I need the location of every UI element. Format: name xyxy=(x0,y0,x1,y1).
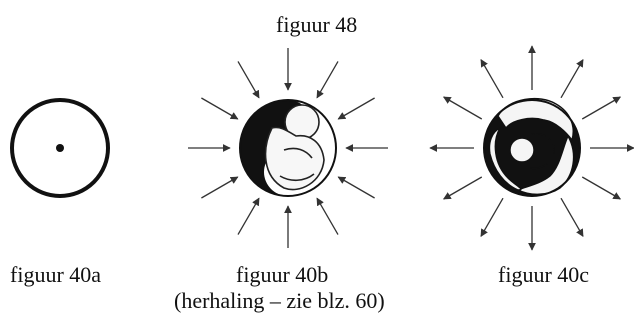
radial-arrow xyxy=(581,176,622,200)
caption-figure-40b: figuur 40b xyxy=(236,262,329,287)
inward-arrows-icon xyxy=(188,48,388,248)
outer-circle xyxy=(10,98,110,198)
curled-figure-circle-illustration xyxy=(483,97,581,197)
radial-arrow xyxy=(560,197,584,238)
radial-arrow xyxy=(201,176,239,199)
radial-arrow xyxy=(237,197,260,235)
figure-title: figuur 48 xyxy=(276,12,358,37)
radial-arrow xyxy=(316,61,339,99)
radial-arrow xyxy=(316,197,339,235)
radial-arrow xyxy=(581,96,622,120)
radial-arrow xyxy=(237,61,260,99)
radial-arrow xyxy=(337,176,375,199)
caption-note-40b: (herhaling – zie blz. 60) xyxy=(174,288,385,313)
caption-figure-40a: figuur 40a xyxy=(10,262,102,287)
center-dot xyxy=(56,144,64,152)
radial-arrow xyxy=(480,58,504,99)
outward-arrows-icon xyxy=(429,45,634,251)
fetus-circle-illustration xyxy=(239,99,337,197)
radial-arrow xyxy=(337,97,375,120)
caption-figure-40c: figuur 40c xyxy=(498,262,590,287)
radial-arrow xyxy=(480,197,504,238)
radial-arrow xyxy=(560,58,584,99)
radial-arrow xyxy=(442,176,483,200)
radial-arrow xyxy=(442,96,483,120)
radial-arrow xyxy=(201,97,239,120)
figure-40a-diagram xyxy=(10,98,110,198)
